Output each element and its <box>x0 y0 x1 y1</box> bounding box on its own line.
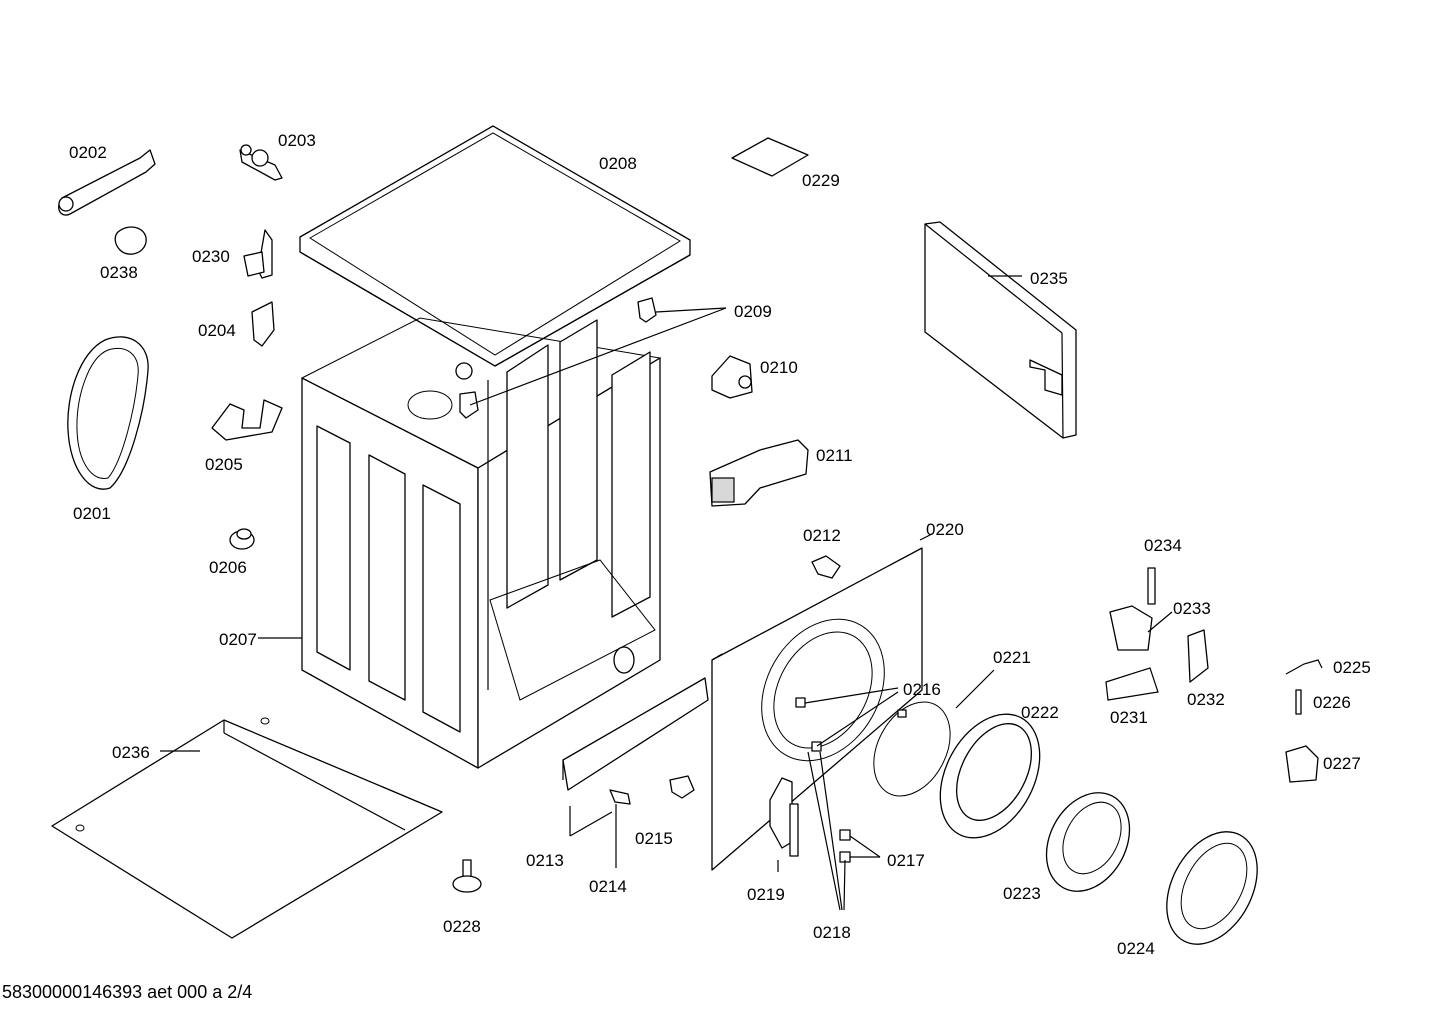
label-0224: 0224 <box>1117 939 1155 958</box>
label-0227: 0227 <box>1323 754 1361 773</box>
label-0205: 0205 <box>205 455 243 474</box>
part-0225-spring <box>1285 659 1323 675</box>
part-0220-front-panel <box>711 547 923 871</box>
part-0214-screw <box>609 789 631 805</box>
leader-0233 <box>1147 611 1173 633</box>
part-0219-hinge <box>769 777 799 857</box>
part-0232-bracket <box>1187 629 1209 683</box>
label-0231: 0231 <box>1110 708 1148 727</box>
label-0228: 0228 <box>443 917 481 936</box>
leader-0209b <box>469 307 727 406</box>
leader-0209a <box>655 307 727 313</box>
part-0208-top-cover <box>299 125 691 367</box>
label-0219: 0219 <box>747 885 785 904</box>
label-0218: 0218 <box>813 923 851 942</box>
part-0228-foot <box>452 859 482 893</box>
label-0230: 0230 <box>192 247 230 266</box>
label-0214: 0214 <box>589 877 627 896</box>
part-0211-door-lock <box>709 439 809 507</box>
label-0202: 0202 <box>69 143 107 162</box>
part-0234-pin <box>1147 567 1156 605</box>
part-0215-knob <box>669 775 695 799</box>
part-0222-door-ring <box>939 713 1041 839</box>
leader-0221 <box>955 669 995 709</box>
part-0205-hose-holder <box>211 399 283 441</box>
label-0213: 0213 <box>526 851 564 870</box>
part-0227-button <box>1285 745 1319 783</box>
part-0231-spring <box>1105 667 1159 701</box>
label-0229: 0229 <box>802 171 840 190</box>
part-0204-bracket <box>251 301 275 347</box>
part-0235-panel <box>924 221 1077 439</box>
part-0229-label <box>731 137 809 177</box>
leader-0213b <box>569 811 613 837</box>
part-0210-switch <box>711 355 753 399</box>
label-0207: 0207 <box>219 630 257 649</box>
document-code: 58300000146393 aet 000 a 2/4 <box>2 982 253 1002</box>
label-0236: 0236 <box>112 743 150 762</box>
part-0224-outer-ring <box>1166 831 1258 945</box>
label-0222: 0222 <box>1021 703 1059 722</box>
label-0232: 0232 <box>1187 690 1225 709</box>
part-0238-cap <box>114 226 147 255</box>
label-0211: 0211 <box>816 446 853 465</box>
label-0204: 0204 <box>198 321 236 340</box>
label-0225: 0225 <box>1333 658 1371 677</box>
part-0209-latch <box>459 297 657 419</box>
label-0220: 0220 <box>926 520 964 539</box>
label-0217: 0217 <box>887 851 925 870</box>
part-0226-pin <box>1295 689 1302 715</box>
leader-0218c <box>843 859 846 911</box>
part-0217-clip-a <box>839 829 851 841</box>
part-0213-front-strip <box>562 677 709 791</box>
label-0203: 0203 <box>278 131 316 150</box>
part-0236-base-plate <box>51 717 443 939</box>
leader-0218b <box>819 751 843 911</box>
part-0233-handle <box>1109 605 1153 651</box>
leader-0220 <box>919 533 933 541</box>
part-0223-door-glass <box>1045 792 1131 892</box>
label-0206: 0206 <box>209 558 247 577</box>
label-0201: 0201 <box>73 504 111 523</box>
label-0223: 0223 <box>1003 884 1041 903</box>
label-0215: 0215 <box>635 829 673 848</box>
leader-0216b <box>816 691 899 747</box>
part-0201-gasket <box>67 336 149 490</box>
leader-0217a <box>849 835 881 858</box>
label-0210: 0210 <box>760 358 798 377</box>
part-0221-ring <box>873 701 951 797</box>
label-0238: 0238 <box>100 263 138 282</box>
label-0212: 0212 <box>803 526 841 545</box>
part-0230-clip <box>243 229 273 279</box>
label-0234: 0234 <box>1144 536 1182 555</box>
part-0202-spanner <box>58 149 156 216</box>
part-0203-transport-bolt <box>239 144 283 181</box>
part-0207-cabinet <box>300 317 662 769</box>
label-0209: 0209 <box>734 302 772 321</box>
leader-0218a <box>807 751 841 911</box>
label-0216: 0216 <box>903 680 941 699</box>
label-0221: 0221 <box>993 648 1031 667</box>
label-0208: 0208 <box>599 154 637 173</box>
label-0226: 0226 <box>1313 693 1351 712</box>
part-0206-plug <box>229 528 255 550</box>
label-0235: 0235 <box>1030 269 1068 288</box>
label-0233: 0233 <box>1173 599 1211 618</box>
leader-0216a <box>804 687 899 704</box>
part-0212-hinge-pin <box>811 555 841 579</box>
